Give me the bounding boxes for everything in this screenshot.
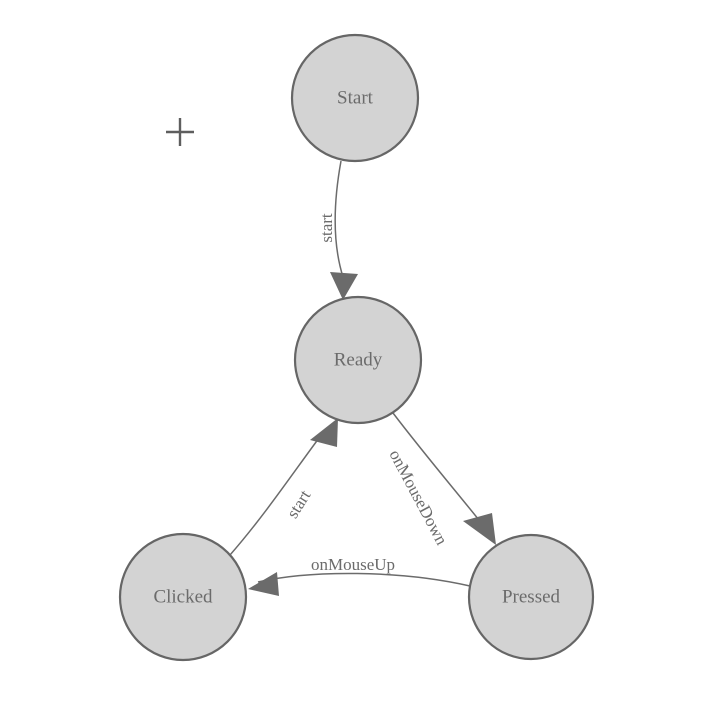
edge-path-start-to-ready: [334, 160, 344, 278]
edge-pressed-to-clicked[interactable]: onMouseUp: [248, 555, 471, 596]
edge-label-onmousedown: onMouseDown: [385, 447, 451, 549]
node-ready-circle[interactable]: [293, 295, 423, 425]
node-clicked-circle[interactable]: [118, 532, 248, 662]
node-start-label: Start: [337, 87, 374, 108]
node-ready[interactable]: Ready: [293, 295, 423, 425]
node-pressed[interactable]: Pressed: [467, 533, 595, 661]
edge-path-clicked-to-ready: [229, 433, 323, 556]
node-ready-label: Ready: [334, 349, 383, 370]
edge-clicked-to-ready[interactable]: start: [229, 418, 338, 556]
arrowhead-into-clicked: [248, 572, 279, 596]
node-clicked-label: Clicked: [153, 586, 213, 607]
edge-ready-to-pressed[interactable]: onMouseDown: [385, 412, 496, 549]
arrowhead-into-ready-bottom: [310, 418, 338, 447]
node-clicked[interactable]: Clicked: [118, 532, 248, 662]
edge-label-start-top: start: [317, 213, 336, 243]
node-start-circle[interactable]: [290, 33, 420, 163]
edge-start-to-ready[interactable]: start: [317, 160, 358, 300]
arrowhead-into-ready-top: [330, 272, 358, 300]
edge-path-ready-to-pressed: [392, 412, 484, 526]
node-pressed-circle[interactable]: [467, 533, 595, 661]
arrowhead-into-pressed: [463, 513, 496, 545]
edge-label-onmouseup: onMouseUp: [311, 555, 395, 574]
node-pressed-label: Pressed: [502, 586, 561, 607]
edge-label-start-bottom: start: [283, 486, 315, 521]
crosshair-icon: [166, 118, 194, 146]
edge-path-pressed-to-clicked: [257, 572, 471, 587]
node-start[interactable]: Start: [290, 33, 420, 163]
